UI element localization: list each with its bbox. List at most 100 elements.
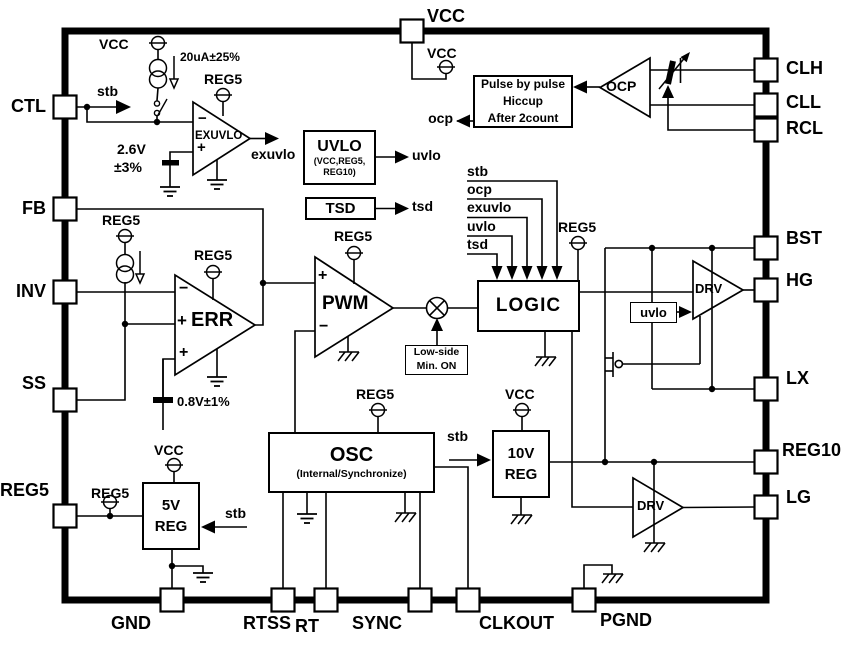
logic-in-arrow	[491, 266, 503, 280]
ground-icon	[394, 512, 417, 523]
tsd-block: TSD	[305, 197, 376, 220]
reg5-rail-icon	[204, 264, 222, 280]
ground-icon	[207, 376, 227, 387]
ground-icon	[643, 542, 666, 553]
drv-lg-label: DRV	[637, 498, 665, 513]
lowside-line1: Low-side	[413, 346, 460, 359]
pin-sync	[407, 587, 433, 613]
reg5-rail-icon	[116, 228, 134, 244]
stb-to-10vreg-arrow	[477, 453, 491, 467]
stb-to-5vreg-arrow	[201, 520, 215, 534]
pin-label-ctl: CTL	[11, 96, 46, 116]
exuvlo-ref-tol: ±3%	[114, 159, 142, 175]
reg10v-line1: 10V	[507, 445, 535, 462]
ocp-comp-label: OCP	[606, 78, 637, 94]
standby-switch-icon	[153, 98, 168, 117]
pwm-gate-symbol	[425, 296, 449, 320]
pin-label-vcc: VCC	[427, 6, 466, 26]
exuvlo-minus-input: −	[198, 110, 207, 127]
uvlo-block: UVLO (VCC,REG5, REG10)	[303, 130, 376, 185]
err-amp-label: ERR	[191, 309, 234, 331]
net-vcc-pin	[411, 42, 447, 80]
pwm-plus-input: +	[318, 267, 328, 284]
pin-label-bst: BST	[786, 228, 822, 248]
logic-title: LOGIC	[495, 295, 562, 316]
stb-arrow	[116, 100, 131, 114]
reg5-rail-label: REG5	[558, 219, 597, 235]
earth-grounds	[160, 179, 317, 583]
err-amplifier	[174, 273, 257, 377]
pin-label-inv: INV	[15, 281, 46, 301]
err-ref-value: 0.8V±1%	[177, 394, 230, 409]
logic-in-stb-label: stb	[467, 163, 488, 179]
net-highside	[580, 247, 755, 462]
pin-label-ss: SS	[21, 373, 46, 393]
pin-label-reg5: REG5	[0, 480, 50, 500]
pin-fb	[52, 196, 78, 222]
supply-symbols	[101, 35, 587, 510]
osc-block: OSC (Internal/Synchronize)	[268, 432, 435, 493]
reg5-rail-icon	[214, 87, 232, 103]
pin-reg5	[52, 503, 78, 529]
bootstrap-pmos-icon	[604, 352, 624, 377]
nets	[76, 42, 755, 589]
tsd-label: tsd	[412, 198, 433, 214]
vcc-rail-label: VCC	[99, 36, 129, 52]
pin-cll	[753, 92, 779, 118]
slash-grounds	[337, 351, 666, 584]
reg5-rail-label: REG5	[204, 71, 243, 87]
reg10v-block: 10V REG	[492, 430, 550, 498]
pin-label-lx: LX	[786, 368, 810, 388]
tsd-arrow	[395, 202, 409, 215]
exuvlo-plus-input: +	[197, 139, 206, 156]
reg5v-line2: REG	[154, 518, 188, 535]
reg5-rail-icon	[101, 494, 119, 510]
reg5-rail-icon	[569, 235, 587, 251]
pin-lg	[753, 494, 779, 520]
uvlo-label: uvlo	[412, 147, 441, 163]
amp-triangles	[174, 56, 745, 539]
reg5-rail-label: REG5	[102, 212, 141, 228]
net-ctl	[76, 49, 266, 187]
pin-label-rcl: RCL	[786, 118, 823, 138]
pin-rtss	[270, 587, 296, 613]
uvlo-sub1: (VCC,REG5,	[313, 156, 366, 167]
stb-10vreg-label: stb	[447, 428, 468, 444]
osc-title: OSC	[329, 444, 374, 467]
ocp-comparator	[598, 56, 651, 119]
rcl-adjust-arrow	[662, 85, 674, 98]
reg5-rail-label: REG5	[194, 247, 233, 263]
reg5-rail-label: REG5	[356, 386, 395, 402]
pin-vcc	[399, 18, 425, 44]
pin-label-rtss: RTSS	[243, 613, 292, 633]
pin-pgnd	[571, 587, 597, 613]
pin-reg10	[753, 449, 779, 475]
pin-bst	[753, 235, 779, 261]
pins	[52, 18, 779, 613]
pin-ss	[52, 387, 78, 413]
pin-rt	[313, 587, 339, 613]
ground-icon	[207, 179, 227, 190]
logic-in-uvlo-label: uvlo	[467, 218, 496, 234]
pin-label-clh: CLH	[786, 58, 823, 78]
exuvlo-label: exuvlo	[251, 146, 296, 162]
reg5-rail-label: REG5	[91, 485, 130, 501]
pwm-minus-input: −	[319, 318, 329, 335]
reg10v-line2: REG	[504, 466, 538, 483]
logic-in-arrow	[551, 266, 563, 280]
pin-label-gnd: GND	[111, 613, 151, 633]
pin-hg	[753, 277, 779, 303]
pin-label-pgnd: PGND	[600, 610, 653, 630]
net-err-pwm	[76, 208, 478, 432]
uvlo-to-drv-arrow	[679, 306, 692, 318]
vcc-rail-label: VCC	[505, 386, 535, 402]
reg5-rail-icon	[345, 245, 363, 261]
pin-label-hg: HG	[786, 270, 813, 290]
arrowheads	[116, 80, 692, 534]
net-logic-inputs	[467, 180, 579, 357]
net-osc	[282, 416, 523, 589]
logic-in-ocp-label: ocp	[467, 181, 492, 197]
pin-lx	[753, 376, 779, 402]
pin-ctl	[52, 94, 78, 120]
uvlo-arrow	[395, 150, 409, 164]
